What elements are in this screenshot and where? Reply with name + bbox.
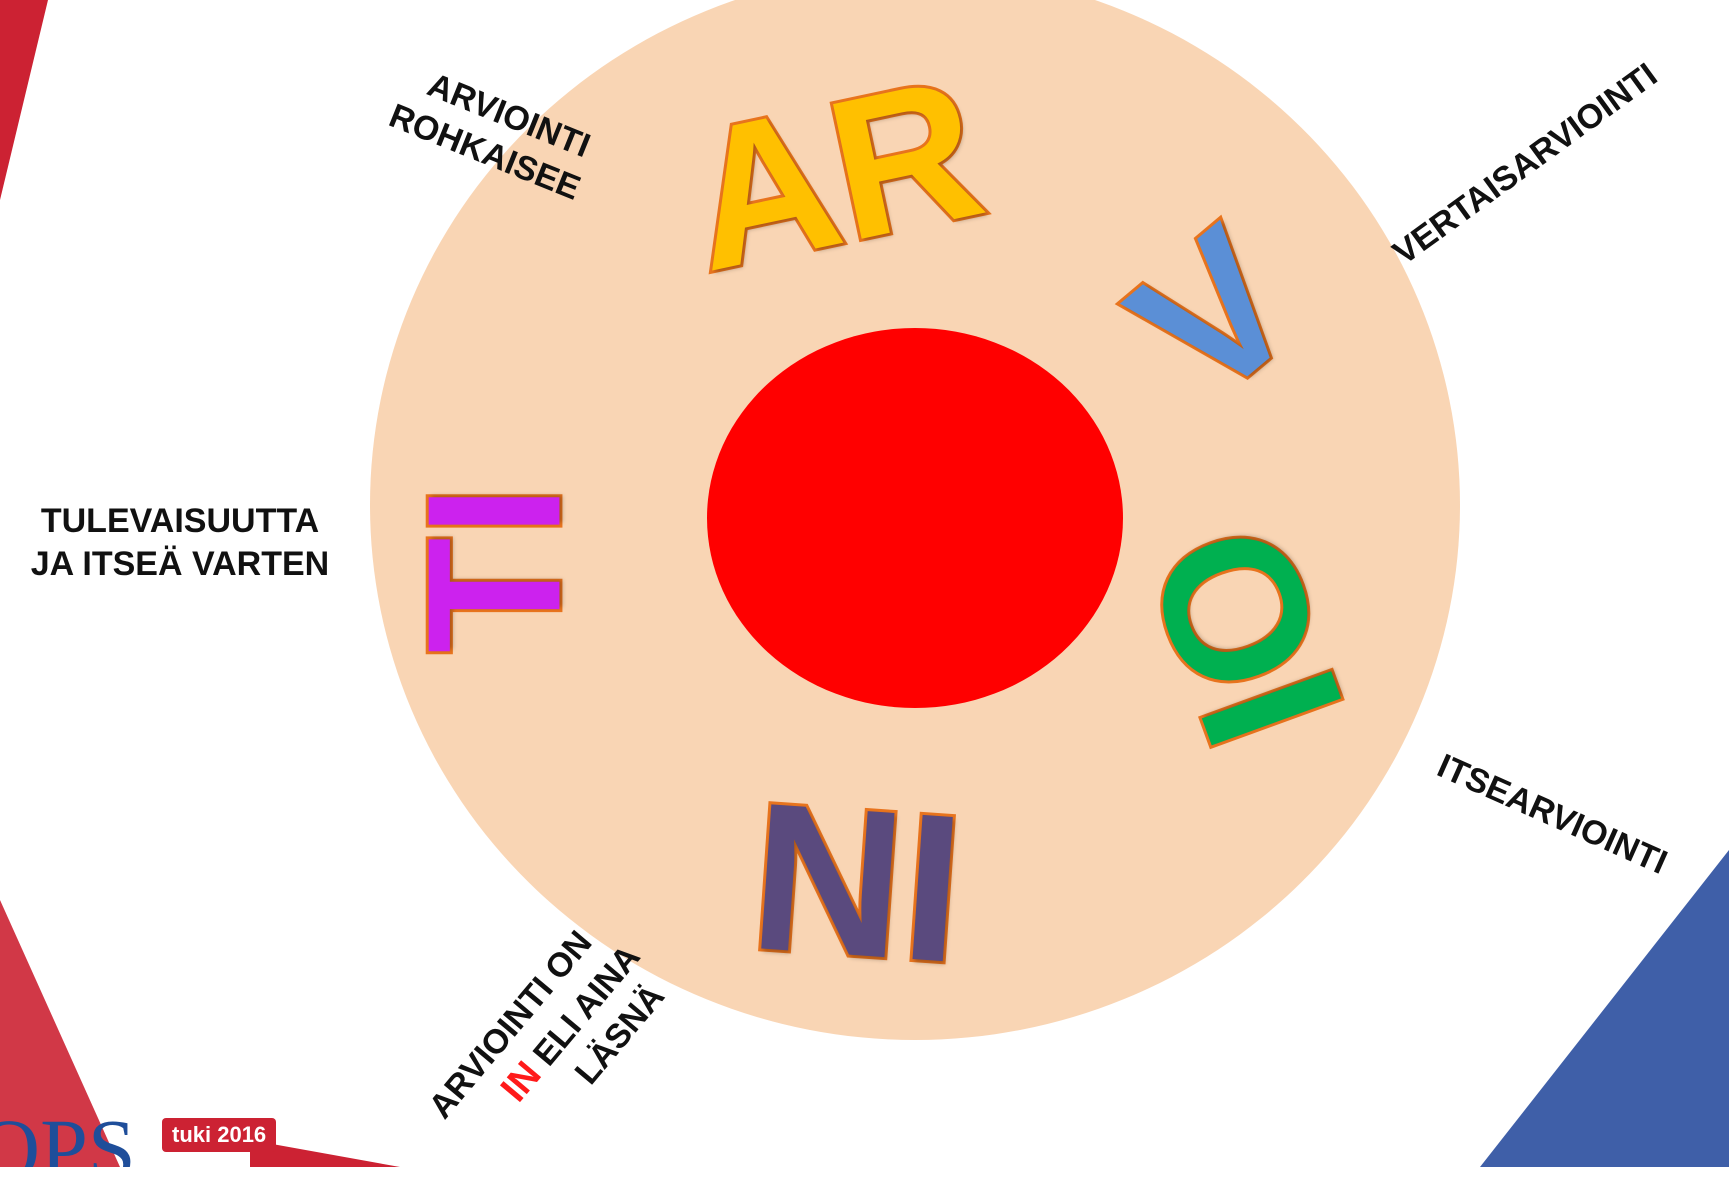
ops-logo-text: OPS <box>0 1112 136 1167</box>
letter-ti: TI <box>385 482 603 657</box>
label-tulevaisuutta: TULEVAISUUTTA JA ITSEÄ VARTEN <box>10 500 350 585</box>
left-red-stripe <box>0 0 48 200</box>
letter-ni: NI <box>741 755 973 1010</box>
ops-logo-badge: tuki 2016 <box>162 1118 277 1152</box>
label-tulevaisuutta-line2: JA ITSEÄ VARTEN <box>30 544 330 583</box>
label-tulevaisuutta-line1: TULEVAISUUTTA <box>40 502 320 540</box>
bottom-right-blue-stripe <box>1480 850 1729 1167</box>
ops-logo: OPS tuki 2016 <box>0 1112 300 1167</box>
center-circle <box>707 328 1123 708</box>
bottom-left-red-stripe <box>0 900 120 1167</box>
bottom-red-band <box>250 1140 400 1167</box>
